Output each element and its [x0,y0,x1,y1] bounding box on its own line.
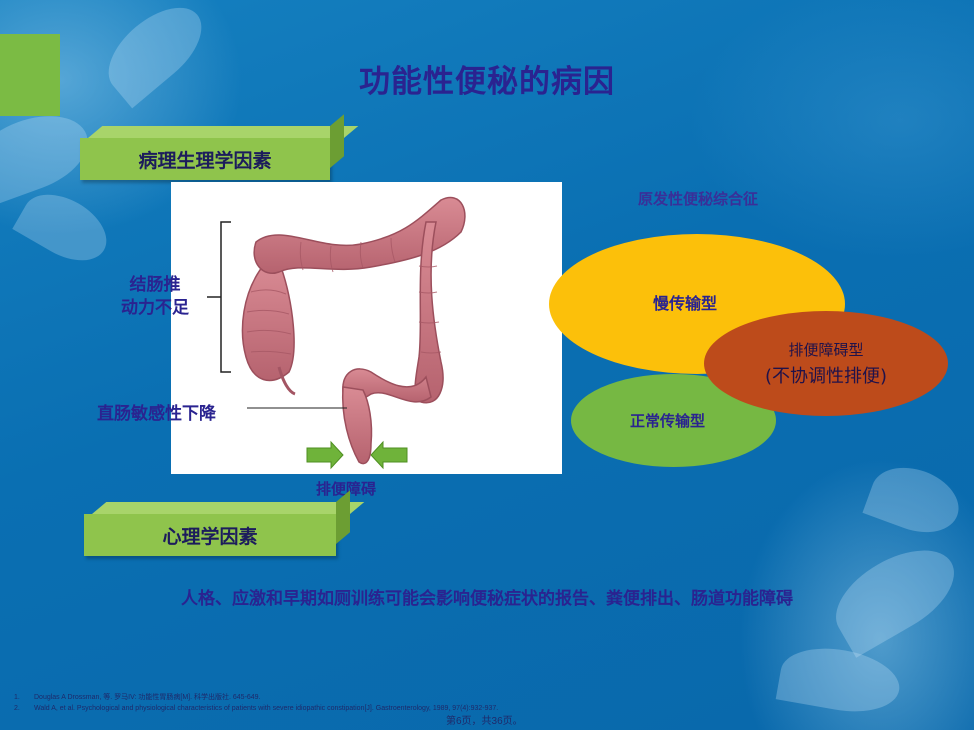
reference-number: 1. [14,694,20,701]
dyssynergic-sublabel: (不协调性排便) [764,366,888,387]
tab-psychology: 心理学因素 [84,514,336,556]
normal-transit-label: 正常传输型 [629,412,705,430]
tab-pathophysiology-label: 病理生理学因素 [138,149,272,172]
colon-label-line2: 动力不足 [121,298,189,318]
defecation-obstruction-label: 排便障碍 [316,480,377,498]
rectum-sensitivity-label: 直肠敏感性下降 [97,404,216,424]
reference-number: 2. [14,705,20,712]
reference-item: 2. Wald A, et al. Psychological and physi… [14,703,498,714]
decorative-green-square [0,34,60,116]
dyssynergic-label: 排便障碍型 [788,341,864,359]
colon-illustration [171,182,562,474]
primary-constipation-syndrome-label: 原发性便秘综合征 [638,190,759,208]
dyssynergic-defecation-ellipse: 排便障碍型 (不协调性排便) [704,311,948,416]
references: 1. Douglas A Drossman, 等. 罗马IV: 功能性胃肠病[M]… [14,692,498,714]
slow-transit-label: 慢传输型 [652,294,717,313]
colon-motility-label: 结肠推 动力不足 [110,274,200,320]
reference-item: 1. Douglas A Drossman, 等. 罗马IV: 功能性胃肠病[M]… [14,692,498,703]
tab-pathophysiology: 病理生理学因素 [80,138,330,180]
reference-text: Douglas A Drossman, 等. 罗马IV: 功能性胃肠病[M]. … [34,694,261,701]
psychology-description: 人格、应激和早期如厕训练可能会影响便秘症状的报告、粪便排出、肠道功能障碍 [181,589,793,609]
reference-text: Wald A, et al. Psychological and physiol… [34,705,499,712]
page-number: 第6页，共36页。 [446,716,523,727]
tab-psychology-label: 心理学因素 [162,525,258,548]
colon-label-line1: 结肠推 [129,275,181,295]
colon-image [207,196,466,470]
slide-title: 功能性便秘的病因 [359,64,615,100]
